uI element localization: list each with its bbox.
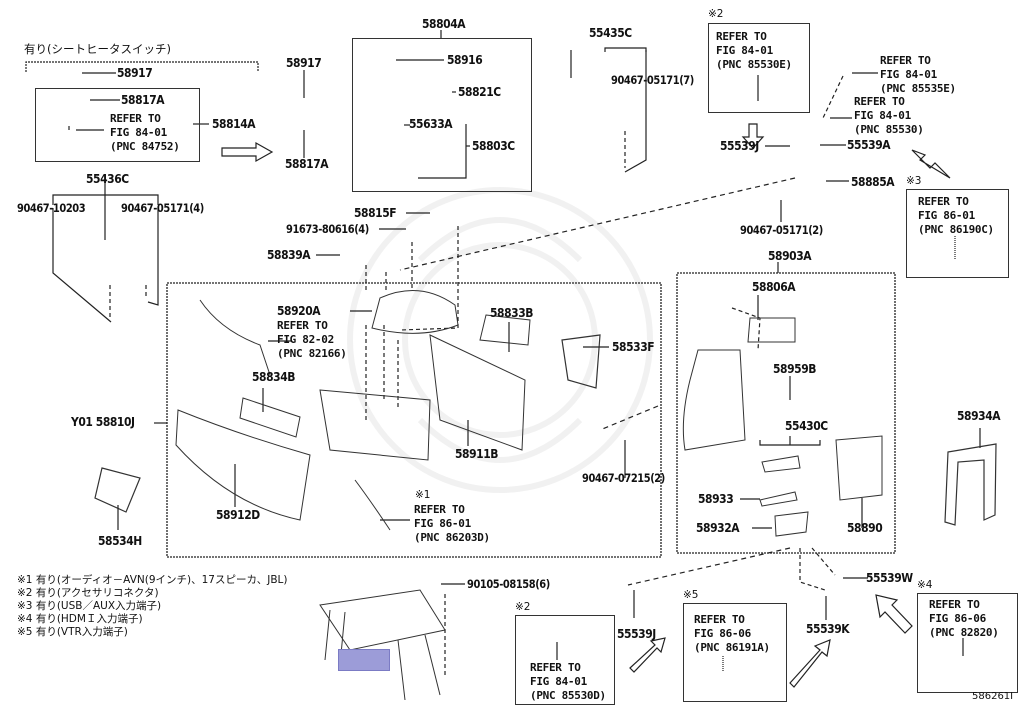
refer-to-pnc-82820[interactable]: REFER TO FIG 86-06 (PNC 82820)	[929, 598, 999, 639]
option-marker-3: ※3	[906, 175, 922, 187]
part-label-90467-05171-2[interactable]: 90467-05171(2)	[740, 223, 823, 237]
part-label-58534H[interactable]: 58534H	[98, 533, 142, 548]
option-marker-1: ※1	[415, 489, 431, 501]
part-label-55436C[interactable]: 55436C	[86, 171, 129, 186]
part-label-55539W[interactable]: 55539W	[866, 570, 913, 585]
legend-item: ※1 有り(オーディオ－AVN(9インチ)、17スピーカ、JBL)	[17, 574, 288, 586]
box-ref-85530E	[708, 23, 810, 113]
option-marker-2: ※2	[708, 8, 724, 20]
part-label-58933[interactable]: 58933	[698, 491, 734, 506]
legend-item: ※3 有り(USB／AUX入力端子)	[17, 600, 162, 612]
box-ref-82820	[917, 593, 1018, 693]
part-label-58916[interactable]: 58916	[447, 52, 483, 67]
part-label-58814A[interactable]: 58814A	[212, 116, 256, 131]
option-heading: 有り(シートヒータスイッチ)	[24, 42, 171, 56]
option-marker-2: ※2	[515, 601, 531, 613]
legend-item: ※2 有り(アクセサリコネクタ)	[17, 587, 159, 599]
part-label-58833B[interactable]: 58833B	[490, 305, 534, 320]
part-label-58834B[interactable]: 58834B	[252, 369, 296, 384]
part-label-55539A[interactable]: 55539A	[847, 137, 891, 152]
part-label-90467-05171-7[interactable]: 90467-05171(7)	[611, 73, 694, 87]
option-marker-5: ※5	[683, 589, 699, 601]
part-label-55539K[interactable]: 55539K	[806, 621, 850, 636]
part-label-58885A[interactable]: 58885A	[851, 174, 895, 189]
part-label-58806A[interactable]: 58806A	[752, 279, 796, 294]
refer-to-pnc-86190C[interactable]: REFER TO FIG 86-01 (PNC 86190C)	[918, 195, 994, 236]
seat-heater-switch-box	[35, 88, 200, 162]
part-label-58959B[interactable]: 58959B	[773, 361, 817, 376]
part-label-Y01-58810J[interactable]: Y01 58810J	[71, 414, 135, 429]
refer-to-pnc-85530[interactable]: REFER TO FIG 84-01 (PNC 85530)	[854, 95, 924, 136]
box-ref-85530D	[515, 615, 615, 705]
part-label-90467-10203[interactable]: 90467-10203	[17, 201, 86, 215]
part-label-55435C[interactable]: 55435C	[589, 25, 632, 40]
part-label-55539J[interactable]: 55539J	[617, 626, 656, 641]
legend-item: ※4 有り(HDMＩ入力端子)	[17, 613, 143, 625]
refer-to-pnc-85530D[interactable]: REFER TO FIG 84-01 (PNC 85530D)	[530, 661, 606, 702]
part-label-58815F[interactable]: 58815F	[354, 205, 397, 220]
part-label-58817A[interactable]: 58817A	[121, 92, 165, 107]
highlighted-part-callout[interactable]	[338, 649, 390, 671]
part-label-58890[interactable]: 58890	[847, 520, 883, 535]
legend-item: ※5 有り(VTR入力端子)	[17, 626, 128, 638]
refer-to-pnc-85535E[interactable]: REFER TO FIG 84-01 (PNC 85535E)	[880, 54, 956, 95]
box-58804A	[352, 38, 532, 192]
refer-to-pnc-82166[interactable]: REFER TO FIG 82-02 (PNC 82166)	[277, 319, 347, 360]
part-label-58912D[interactable]: 58912D	[216, 507, 260, 522]
part-label-58932A[interactable]: 58932A	[696, 520, 740, 535]
option-legend: ※1 有り(オーディオ－AVN(9インチ)、17スピーカ、JBL) ※2 有り(…	[17, 574, 288, 639]
part-label-55633A[interactable]: 55633A	[409, 116, 453, 131]
part-label-58917[interactable]: 58917	[117, 65, 153, 80]
part-label-58903A[interactable]: 58903A	[768, 248, 812, 263]
part-label-58920A[interactable]: 58920A	[277, 303, 321, 318]
part-label-58803C[interactable]: 58803C	[472, 138, 515, 153]
part-label-58533F[interactable]: 58533F	[612, 339, 655, 354]
figure-id: 586261I	[972, 691, 1014, 702]
part-label-58934A[interactable]: 58934A	[957, 408, 1001, 423]
part-label-58911B[interactable]: 58911B	[455, 446, 499, 461]
part-label-90105-08158[interactable]: 90105-08158(6)	[467, 577, 550, 591]
part-label-58804A[interactable]: 58804A	[422, 16, 466, 31]
box-ref-86191A	[683, 603, 787, 702]
box-ref-86190C	[906, 189, 1009, 278]
refer-to-pnc-86203D[interactable]: REFER TO FIG 86-01 (PNC 86203D)	[414, 503, 490, 544]
part-label-58839A[interactable]: 58839A	[267, 247, 311, 262]
refer-to-pnc-84752[interactable]: REFER TO FIG 84-01 (PNC 84752)	[110, 112, 180, 153]
part-label-55430C[interactable]: 55430C	[785, 418, 828, 433]
refer-to-pnc-85530E[interactable]: REFER TO FIG 84-01 (PNC 85530E)	[716, 30, 792, 71]
part-label-58821C[interactable]: 58821C	[458, 84, 501, 99]
part-label-90467-05171-4[interactable]: 90467-05171(4)	[121, 201, 204, 215]
part-label-91673-80616[interactable]: 91673-80616(4)	[286, 222, 369, 236]
part-label-90467-07215[interactable]: 90467-07215(2)	[582, 471, 665, 485]
option-marker-4: ※4	[917, 579, 933, 591]
part-label-58817A[interactable]: 58817A	[285, 156, 329, 171]
watermark-emblem	[347, 187, 653, 493]
part-label-55539J[interactable]: 55539J	[720, 138, 759, 153]
refer-to-pnc-86191A[interactable]: REFER TO FIG 86-06 (PNC 86191A)	[694, 613, 770, 654]
part-label-58917[interactable]: 58917	[286, 55, 322, 70]
